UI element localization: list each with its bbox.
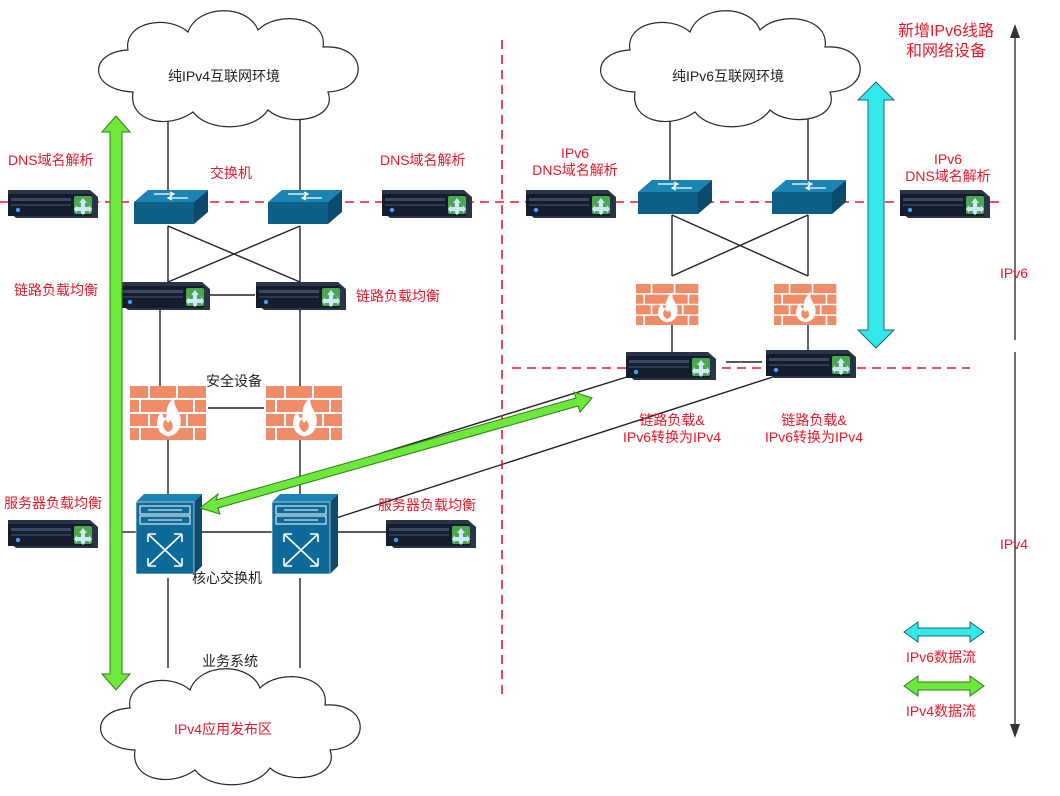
link-lb-mid-label: 链路负载均衡 bbox=[356, 288, 440, 304]
dns-left-label: DNS域名解析 bbox=[8, 152, 94, 168]
ipv4-diagonal-arrow bbox=[198, 391, 593, 515]
links bbox=[120, 106, 809, 668]
firewall-left bbox=[129, 385, 207, 441]
legend-ipv6-arrow bbox=[903, 621, 985, 643]
cloud-ipv4-internet-label: 纯IPv4互联网环境 bbox=[168, 68, 281, 84]
security-devices-label: 安全设备 bbox=[206, 373, 262, 389]
ipv6-dns-server-b bbox=[900, 190, 990, 218]
switch-left-1 bbox=[133, 189, 209, 225]
cloud-ipv6-internet-label: 纯IPv6互联网环境 bbox=[672, 68, 785, 84]
business-system-label: 业务系统 bbox=[202, 653, 258, 669]
lb-converter-a bbox=[626, 352, 716, 380]
dns-server-left bbox=[8, 190, 98, 218]
link-lb-left bbox=[120, 282, 210, 310]
switch-right-2 bbox=[771, 179, 847, 215]
switch-right-1 bbox=[637, 179, 713, 215]
axis-ipv4-label: IPv4 bbox=[1000, 536, 1029, 552]
firewall-right-2 bbox=[773, 283, 838, 326]
axis-ipv6-label: IPv6 bbox=[1000, 265, 1029, 281]
new-ipv6-title: 新增IPv6线路和网络设备 bbox=[897, 23, 995, 60]
legend-ipv4-label: IPv4数据流 bbox=[906, 703, 977, 719]
cloud-ipv4-app-zone-label: IPv4应用发布区 bbox=[174, 721, 273, 737]
legend-ipv6-label: IPv6数据流 bbox=[906, 649, 977, 665]
core-switch-left bbox=[135, 493, 203, 575]
link-lb-mid bbox=[256, 282, 346, 310]
dns-server-mid bbox=[382, 190, 472, 218]
lb-converter-b bbox=[766, 350, 856, 378]
ipv6-dns-server-a bbox=[526, 190, 616, 218]
core-switch-label: 核心交换机 bbox=[192, 570, 262, 586]
core-switch-right bbox=[271, 493, 339, 575]
server-lb-left bbox=[8, 520, 98, 548]
link-lb-left-label: 链路负载均衡 bbox=[14, 282, 98, 298]
server-lb-left-label: 服务器负载均衡 bbox=[4, 495, 102, 511]
firewall-right-1 bbox=[635, 283, 700, 326]
server-lb-right bbox=[386, 520, 476, 548]
switch-label: 交换机 bbox=[210, 165, 252, 181]
server-lb-right-label: 服务器负载均衡 bbox=[378, 497, 476, 513]
lb-converter-a-label: 链路负载&IPv6转换为IPv4 bbox=[622, 412, 722, 445]
legend-ipv4-arrow bbox=[903, 675, 985, 697]
firewall-mid bbox=[265, 385, 343, 441]
layer-axis bbox=[1010, 24, 1020, 738]
lb-converter-b-label: 链路负载&IPv6转换为IPv4 bbox=[764, 412, 864, 445]
ipv6-vertical-arrow bbox=[856, 81, 896, 349]
ipv4-vertical-arrow bbox=[100, 115, 132, 691]
switch-left-2 bbox=[267, 189, 343, 225]
dns-mid-label: DNS域名解析 bbox=[380, 152, 466, 168]
